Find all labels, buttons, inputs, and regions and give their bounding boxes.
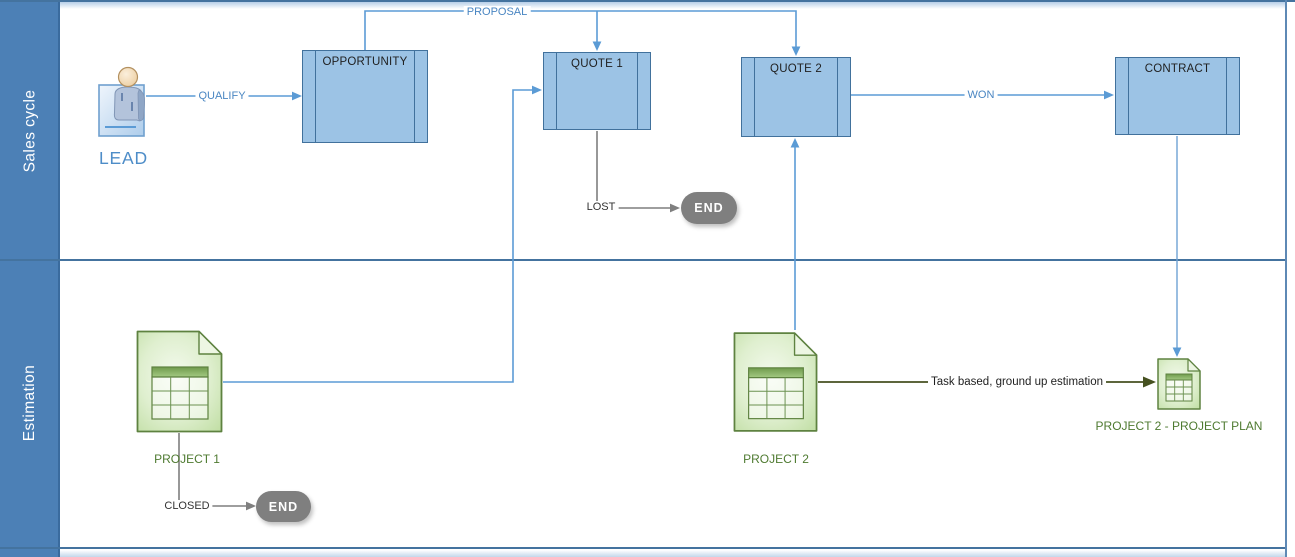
lead-caption: LEAD — [99, 148, 148, 168]
node-label: QUOTE 2 — [770, 63, 822, 75]
closed-label: CLOSED — [161, 500, 213, 512]
project1-document-icon[interactable] — [136, 330, 223, 433]
lane-separator — [0, 547, 1287, 549]
connector-proposal — [364, 10, 801, 56]
qualify-label: QUALIFY — [195, 90, 249, 102]
subprocess-bar — [414, 51, 415, 142]
end-label: END — [268, 499, 299, 514]
project2-document-icon[interactable] — [733, 331, 818, 433]
node-opportunity[interactable]: OPPORTUNITY — [302, 50, 428, 143]
task-based-label: Task based, ground up estimation — [928, 376, 1106, 388]
subprocess-bar — [315, 51, 316, 142]
project1-caption: PROJECT 1 — [154, 452, 220, 466]
frame-bottom-fade — [60, 550, 1287, 557]
end-label: END — [694, 201, 724, 215]
lane-separator — [0, 259, 1287, 261]
connector-project2-quote2 — [790, 138, 800, 330]
node-contract[interactable]: CONTRACT — [1115, 57, 1240, 135]
frame-right-border — [1285, 0, 1287, 557]
subprocess-bar — [1226, 58, 1227, 134]
end-terminator-estimation[interactable]: END — [256, 491, 311, 522]
project2-caption: PROJECT 2 — [743, 452, 809, 466]
lead-person-icon[interactable] — [96, 60, 156, 140]
node-quote1[interactable]: QUOTE 1 — [543, 52, 651, 130]
proposal-label: PROPOSAL — [463, 6, 531, 18]
subprocess-bar — [837, 58, 838, 136]
node-label: CONTRACT — [1144, 63, 1211, 75]
node-quote2[interactable]: QUOTE 2 — [741, 57, 851, 137]
node-label: QUOTE 1 — [571, 58, 623, 70]
lane-header-column — [0, 2, 60, 557]
frame-top-border — [0, 0, 1295, 2]
node-label: OPPORTUNITY — [322, 56, 408, 68]
project2-plan-caption: PROJECT 2 - PROJECT PLAN — [1095, 419, 1263, 433]
won-label: WON — [964, 89, 998, 101]
lost-label: LOST — [583, 201, 619, 213]
connector-contract-plan — [1172, 136, 1182, 357]
subprocess-bar — [556, 53, 557, 129]
subprocess-bar — [637, 53, 638, 129]
frame-top-fade — [60, 2, 1287, 9]
subprocess-bar — [754, 58, 755, 136]
project2-plan-document-icon[interactable] — [1157, 358, 1201, 410]
connector-closed — [178, 433, 256, 511]
end-terminator-sales[interactable]: END — [681, 192, 737, 224]
connector-project1-quote1 — [223, 85, 542, 383]
subprocess-bar — [1128, 58, 1129, 134]
